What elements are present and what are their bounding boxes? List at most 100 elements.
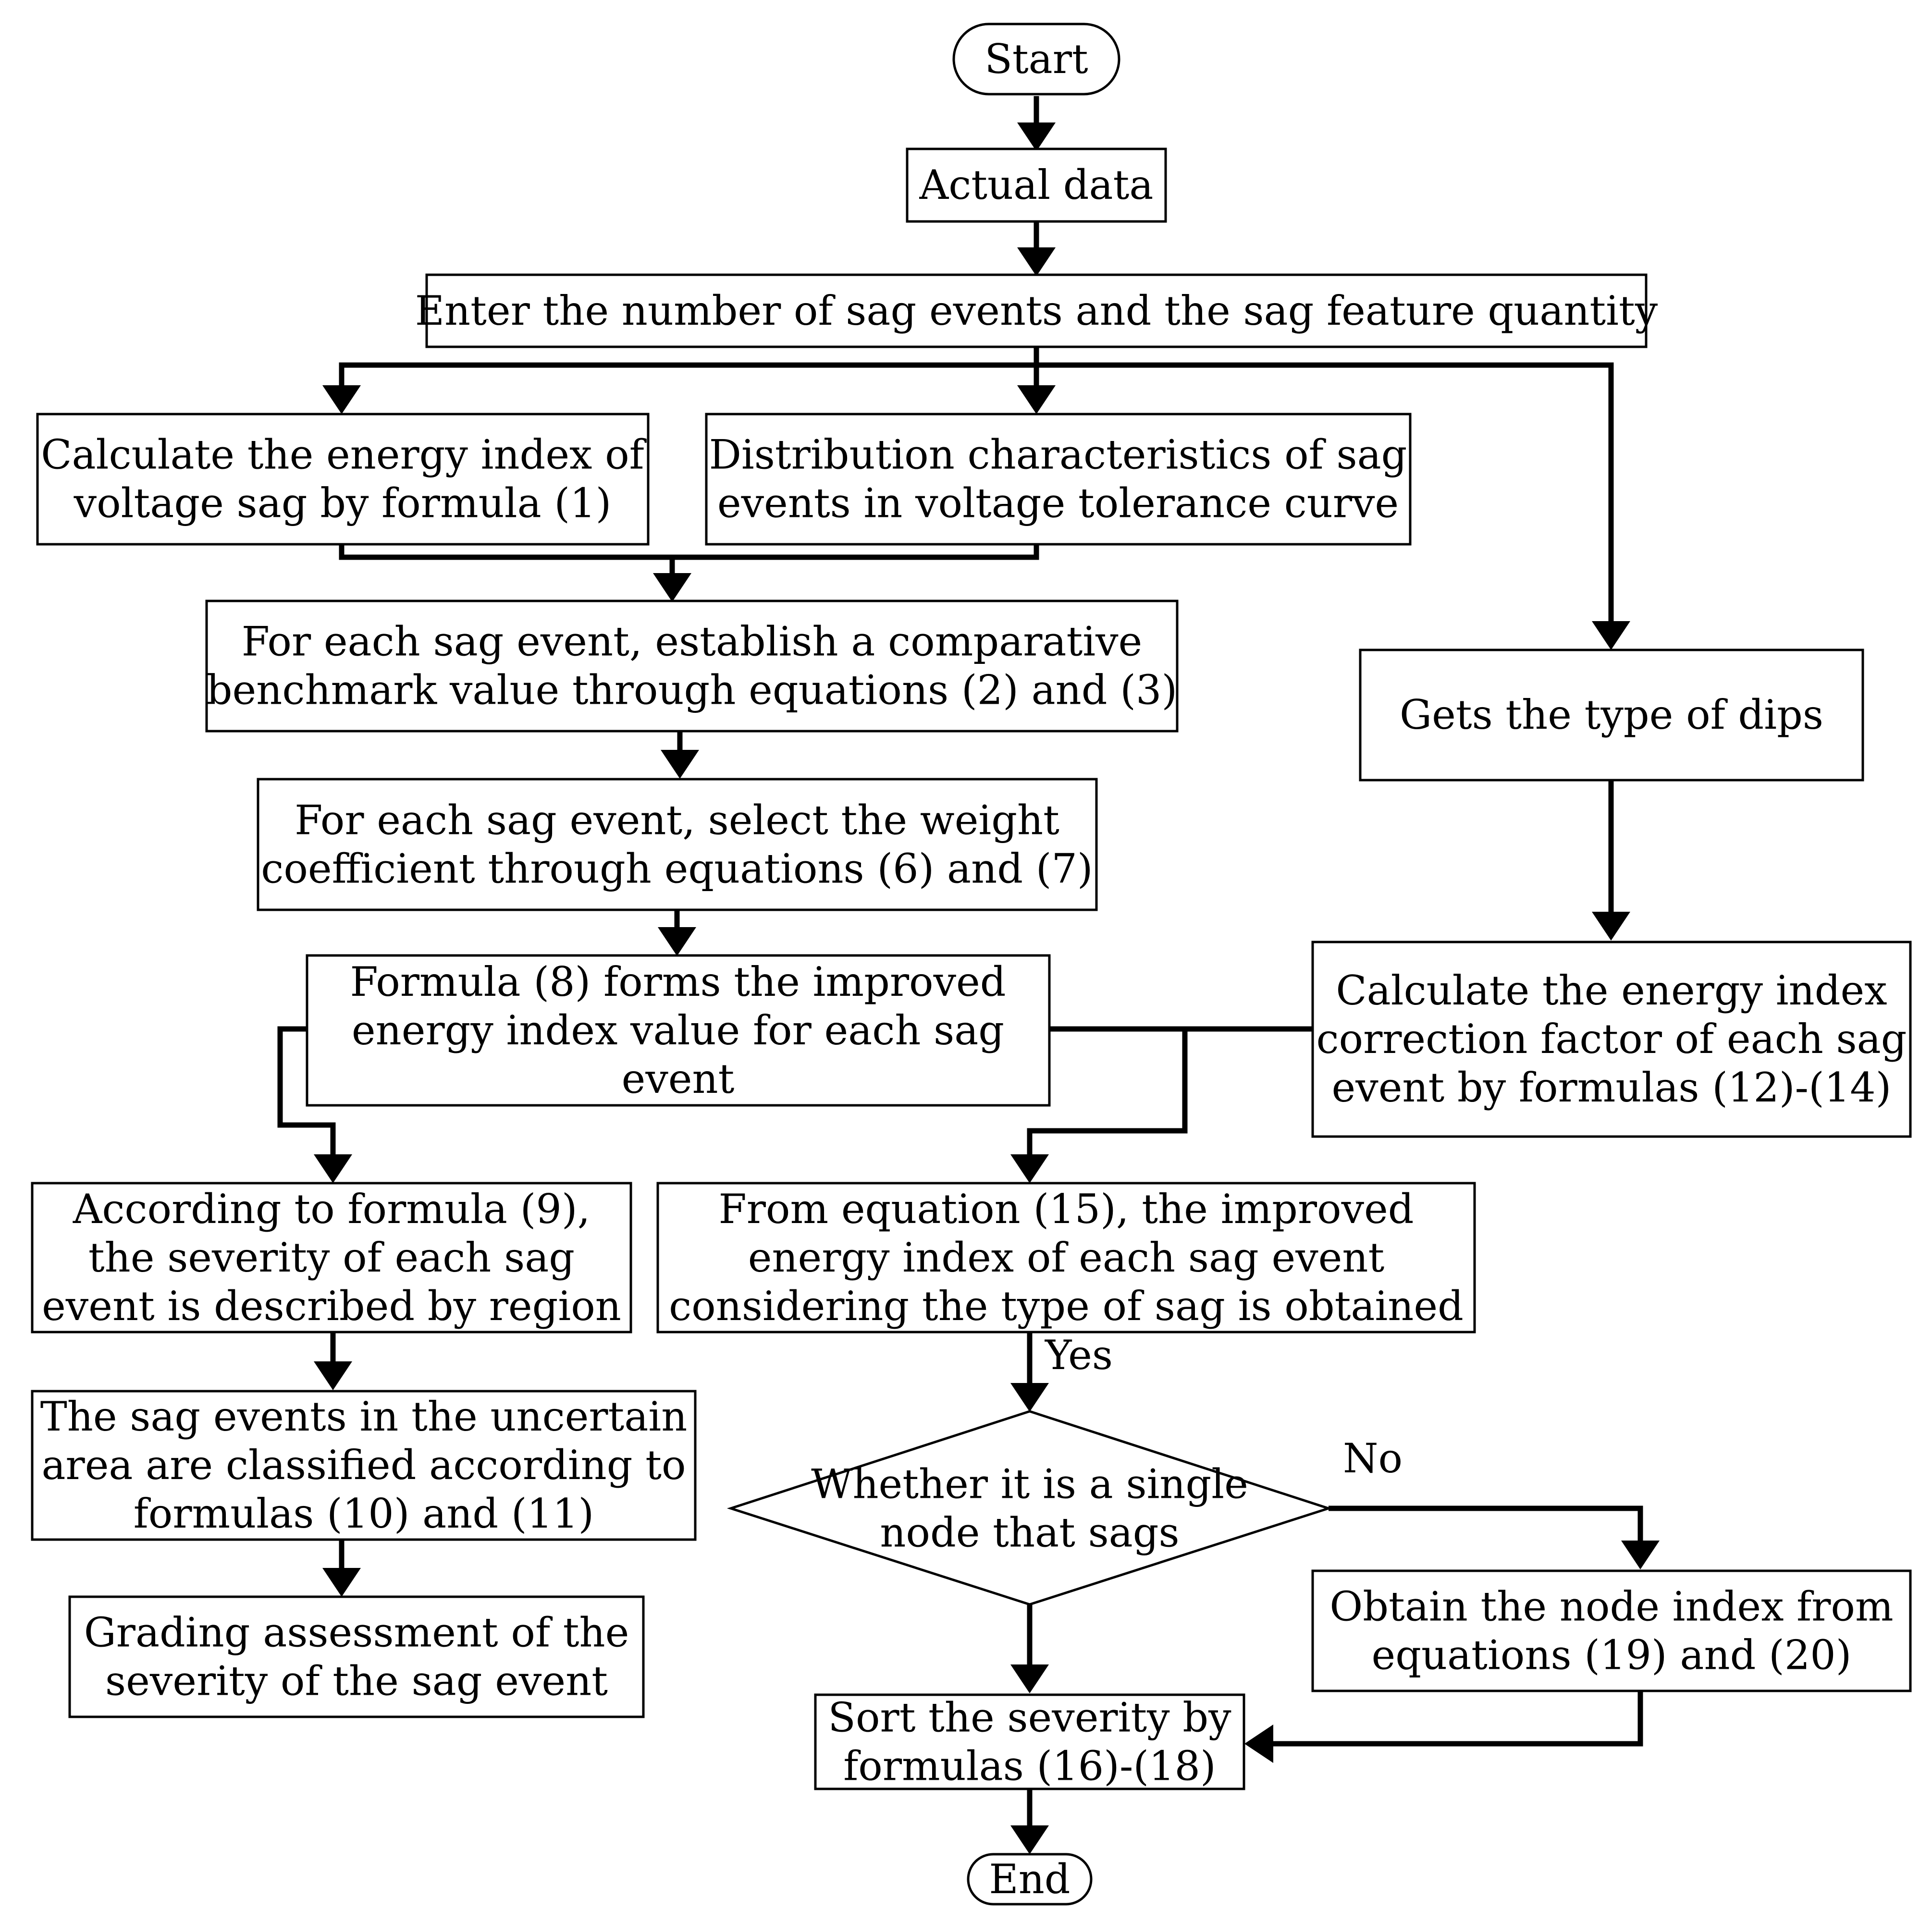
arrowhead-weight [661,750,699,779]
node-text-line: Start [984,36,1088,83]
node-text-line: considering the type of sag is obtained [669,1283,1464,1330]
node-text-line: Grading assessment of the [84,1609,629,1656]
node-text-line: Distribution characteristics of sag [709,431,1407,478]
node-text-line: severity of the sag event [105,1658,608,1705]
arrowhead-grading [322,1568,361,1597]
benchmark-shape [205,600,1179,733]
node-text-line: the severity of each sag [88,1234,575,1281]
dip-type-shape [1359,648,1864,782]
node-text-line: events in voltage tolerance curve [717,480,1399,527]
node-text-line: event [622,1055,735,1102]
dip-type-box: Gets the type of dips [1359,648,1864,782]
node-text-line: benchmark value through equations (2) an… [207,667,1177,714]
edge-node-index-to-sort [1268,1691,1643,1747]
node-text-line: Formula (8) forms the improved [350,958,1006,1005]
dip-type-label: Gets the type of dips [1400,691,1823,738]
node-text-line: event by formulas (12)-(14) [1332,1064,1892,1111]
arrowhead-sort [1010,1664,1049,1693]
edge-label-yes: Yes [1045,1332,1113,1379]
region-severity-shape [31,1182,632,1334]
arrowhead-end [1010,1825,1049,1854]
arrowhead-input [1017,247,1056,276]
node-index-shape [1311,1569,1912,1692]
node-text-line: Calculate the energy index of [41,431,647,478]
arrowhead-improved [658,927,696,956]
improved-index-shape [306,954,1051,1107]
node-text-line: Enter the number of sag events and the s… [415,287,1658,334]
edge-decision-no [1329,1505,1643,1543]
arrowhead-node-index [1621,1541,1660,1569]
start-shape [952,23,1120,96]
start-terminator: Start [952,23,1120,96]
start-label: Start [984,36,1088,83]
node-text-line: Whether it is a single [811,1461,1248,1508]
node-text-line: equations (19) and (20) [1372,1632,1852,1679]
enter-input-box: Enter the number of sag events and the s… [415,273,1658,348]
actual-data-label: Actual data [919,161,1154,208]
actual-data-shape [906,147,1167,223]
node-text-line: energy index of each sag event [748,1234,1385,1281]
node-text-line: event is described by region [42,1283,621,1330]
node-text-line: Calculate the energy index [1336,967,1887,1014]
uncertain-area-shape [31,1390,697,1541]
node-text-line: Gets the type of dips [1400,691,1823,738]
arrowhead-correction [1592,912,1630,941]
node-text-line: Actual data [919,161,1154,208]
arrowhead-type-index [1010,1154,1049,1183]
arrowhead-distribution [1017,385,1056,414]
connectors [277,96,1660,1854]
single-node-shape [726,1410,1333,1606]
arrowhead-uncertain [314,1361,352,1390]
correction-factor-shape [1311,941,1912,1138]
node-text-line: formulas (16)-(18) [843,1743,1216,1790]
arrowhead-sort-side [1244,1725,1273,1763]
node-text-line: energy index value for each sag [352,1007,1004,1054]
region-severity-box: According to formula (9),the severity of… [31,1182,632,1334]
arrowhead-decision [1010,1383,1049,1412]
node-text-line: coefficient through equations (6) and (7… [261,845,1093,893]
benchmark-box: For each sag event, establish a comparat… [205,600,1179,733]
node-text-line: For each sag event, establish a comparat… [242,618,1143,665]
arrowhead-calc-energy [322,385,361,414]
node-text-line: Obtain the node index from [1329,1583,1893,1630]
edge-input-split [339,362,1614,622]
edge-label-no: No [1343,1435,1403,1482]
end-terminator: End [967,1853,1093,1906]
sort-severity-shape [814,1693,1245,1790]
distribution-shape [705,413,1412,546]
enter-input-label: Enter the number of sag events and the s… [415,287,1658,334]
node-text-line: formulas (10) and (11) [134,1490,594,1537]
node-text-line: correction factor of each sag [1316,1016,1907,1063]
node-text-line: Sort the severity by [828,1694,1231,1741]
enter-input-shape [425,273,1648,348]
calc-energy-index-shape [36,413,650,546]
region-severity-label: According to formula (9),the severity of… [42,1186,621,1330]
node-text-line: For each sag event, select the weight [295,797,1059,844]
node-text-line: The sag events in the uncertain [40,1393,688,1440]
end-label: End [989,1856,1070,1903]
actual-data-box: Actual data [906,147,1167,223]
node-text-line: End [989,1856,1070,1903]
weight-shape [257,778,1098,911]
